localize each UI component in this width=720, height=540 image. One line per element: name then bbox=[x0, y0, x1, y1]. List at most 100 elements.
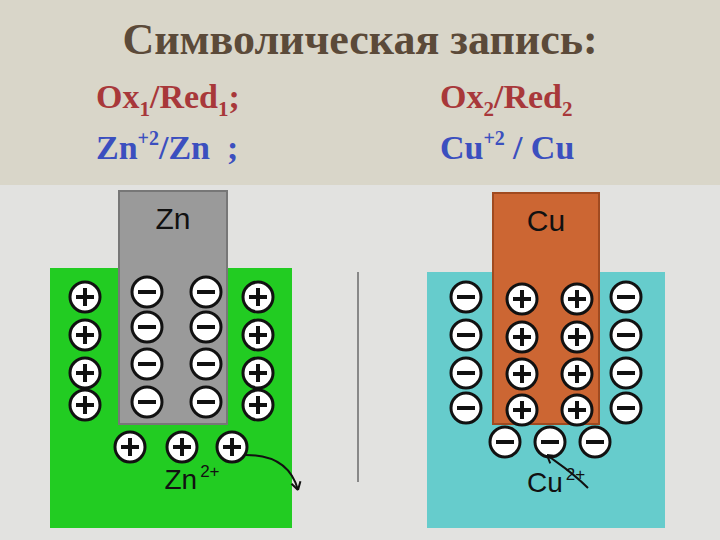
positive-charge bbox=[243, 282, 273, 312]
positive-charge bbox=[243, 320, 273, 350]
charge-sign bbox=[128, 438, 132, 456]
ion-charge: 2+ bbox=[566, 465, 585, 484]
negative-charge bbox=[132, 312, 162, 342]
charge-sign bbox=[138, 290, 156, 294]
negative-charge bbox=[451, 358, 481, 388]
charge-sign bbox=[256, 326, 260, 344]
negative-charge bbox=[611, 393, 641, 423]
negative-charge bbox=[611, 358, 641, 388]
charge-sign bbox=[575, 328, 579, 346]
positive-charge bbox=[243, 358, 273, 388]
negative-charge bbox=[580, 427, 610, 457]
negative-charge bbox=[451, 393, 481, 423]
ion-arrow-head bbox=[547, 455, 556, 463]
formula-part: +2 bbox=[483, 127, 504, 149]
formula-part: ; bbox=[228, 78, 239, 115]
positive-charge bbox=[507, 395, 537, 425]
negative-charge bbox=[132, 277, 162, 307]
charge-sign bbox=[586, 440, 604, 444]
charge-sign bbox=[520, 290, 524, 308]
title: Символическая запись: bbox=[0, 14, 720, 65]
charge-sign bbox=[575, 290, 579, 308]
negative-charge bbox=[191, 349, 221, 379]
charge-sign bbox=[617, 295, 635, 299]
charge-sign bbox=[575, 365, 579, 383]
negative-charge bbox=[191, 277, 221, 307]
formula-part: 1 bbox=[218, 97, 229, 121]
charge-sign bbox=[138, 362, 156, 366]
charge-sign bbox=[617, 333, 635, 337]
negative-charge bbox=[191, 312, 221, 342]
charge-sign bbox=[496, 440, 514, 444]
negative-charge bbox=[490, 427, 520, 457]
formula-part: /Red bbox=[494, 78, 562, 115]
positive-charge bbox=[70, 282, 100, 312]
lab-area bbox=[0, 185, 720, 540]
ion-arrow bbox=[246, 455, 300, 490]
formula-part: Cu bbox=[440, 129, 483, 166]
negative-charge bbox=[451, 282, 481, 312]
positive-charge bbox=[562, 359, 592, 389]
positive-charge bbox=[115, 432, 145, 462]
formula-part: 2 bbox=[483, 97, 494, 121]
ion-arrow-head bbox=[291, 481, 300, 490]
positive-charge bbox=[217, 432, 247, 462]
charge-sign bbox=[138, 325, 156, 329]
charge-sign bbox=[83, 396, 87, 414]
copper-electrode: Cu bbox=[492, 192, 600, 425]
ion-symbol: Zn bbox=[164, 464, 197, 495]
solution-beaker: Zn2+Zn bbox=[50, 268, 292, 528]
charge-sign bbox=[457, 406, 475, 410]
charge-sign bbox=[617, 371, 635, 375]
positive-charge bbox=[70, 358, 100, 388]
negative-charge bbox=[535, 427, 565, 457]
charge-sign bbox=[180, 438, 184, 456]
formula-part: /Zn ; bbox=[159, 129, 238, 166]
charge-sign bbox=[230, 438, 234, 456]
negative-charge bbox=[451, 320, 481, 350]
charge-sign bbox=[520, 401, 524, 419]
charge-sign bbox=[541, 440, 559, 444]
positive-charge bbox=[562, 395, 592, 425]
charge-sign bbox=[256, 288, 260, 306]
charge-sign bbox=[520, 365, 524, 383]
formula-part: 1 bbox=[139, 97, 150, 121]
charge-sign bbox=[617, 406, 635, 410]
charge-sign bbox=[457, 295, 475, 299]
electrode-label: Cu bbox=[494, 206, 598, 236]
charge-sign bbox=[197, 362, 215, 366]
negative-charge bbox=[132, 387, 162, 417]
charge-sign bbox=[83, 364, 87, 382]
charge-sign bbox=[197, 290, 215, 294]
electrode-label: Zn bbox=[120, 204, 226, 234]
positive-charge bbox=[167, 432, 197, 462]
positive-charge bbox=[562, 322, 592, 352]
negative-charge bbox=[191, 387, 221, 417]
formula-part: Ox bbox=[440, 78, 483, 115]
formula-line: Ox2/Red2 bbox=[440, 80, 572, 120]
negative-charge bbox=[611, 282, 641, 312]
formula-line: Cu+2/ Cu bbox=[440, 128, 574, 165]
charge-sign bbox=[520, 328, 524, 346]
formula-line: Ox1/Red1; bbox=[96, 80, 240, 120]
charge-sign bbox=[83, 288, 87, 306]
positive-charge bbox=[507, 359, 537, 389]
charge-sign bbox=[197, 325, 215, 329]
charge-sign bbox=[256, 396, 260, 414]
charge-sign bbox=[83, 326, 87, 344]
formula-part: +2 bbox=[138, 127, 159, 149]
charge-sign bbox=[256, 364, 260, 382]
positive-charge bbox=[507, 322, 537, 352]
negative-charge bbox=[611, 320, 641, 350]
charge-sign bbox=[457, 333, 475, 337]
solution-beaker: Cu2+Cu bbox=[427, 272, 665, 528]
ion-label: Zn2+ bbox=[164, 463, 219, 494]
positive-charge bbox=[507, 284, 537, 314]
charge-sign bbox=[457, 371, 475, 375]
zinc-electrode: Zn bbox=[118, 190, 228, 425]
positive-charge bbox=[70, 320, 100, 350]
ion-symbol: Cu bbox=[527, 467, 563, 498]
formula-part: Zn bbox=[96, 129, 138, 166]
formula-part: 2 bbox=[562, 97, 573, 121]
positive-charge bbox=[70, 390, 100, 420]
